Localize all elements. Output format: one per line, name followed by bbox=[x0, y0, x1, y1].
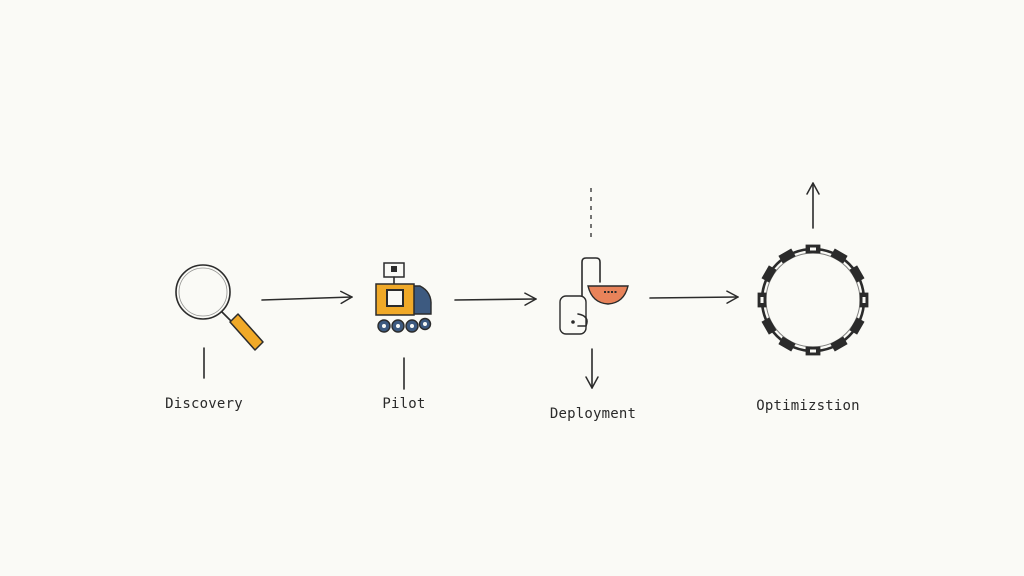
arrow-deployment-to-optimization bbox=[649, 290, 739, 304]
robot-vehicle-icon bbox=[375, 262, 432, 333]
arrow-discovery-to-pilot bbox=[261, 290, 353, 305]
stage-label-optimization: Optimizstion bbox=[756, 398, 860, 414]
stage-label-discovery: Discovery bbox=[165, 396, 243, 412]
stage-label-pilot: Pilot bbox=[382, 396, 426, 412]
gear-ring-icon bbox=[757, 244, 869, 356]
arrow-pilot-to-deployment bbox=[454, 292, 537, 306]
magnifying-glass-icon bbox=[175, 264, 264, 351]
device-deploy-icon bbox=[559, 257, 629, 335]
stage-label-deployment: Deployment bbox=[549, 406, 637, 422]
